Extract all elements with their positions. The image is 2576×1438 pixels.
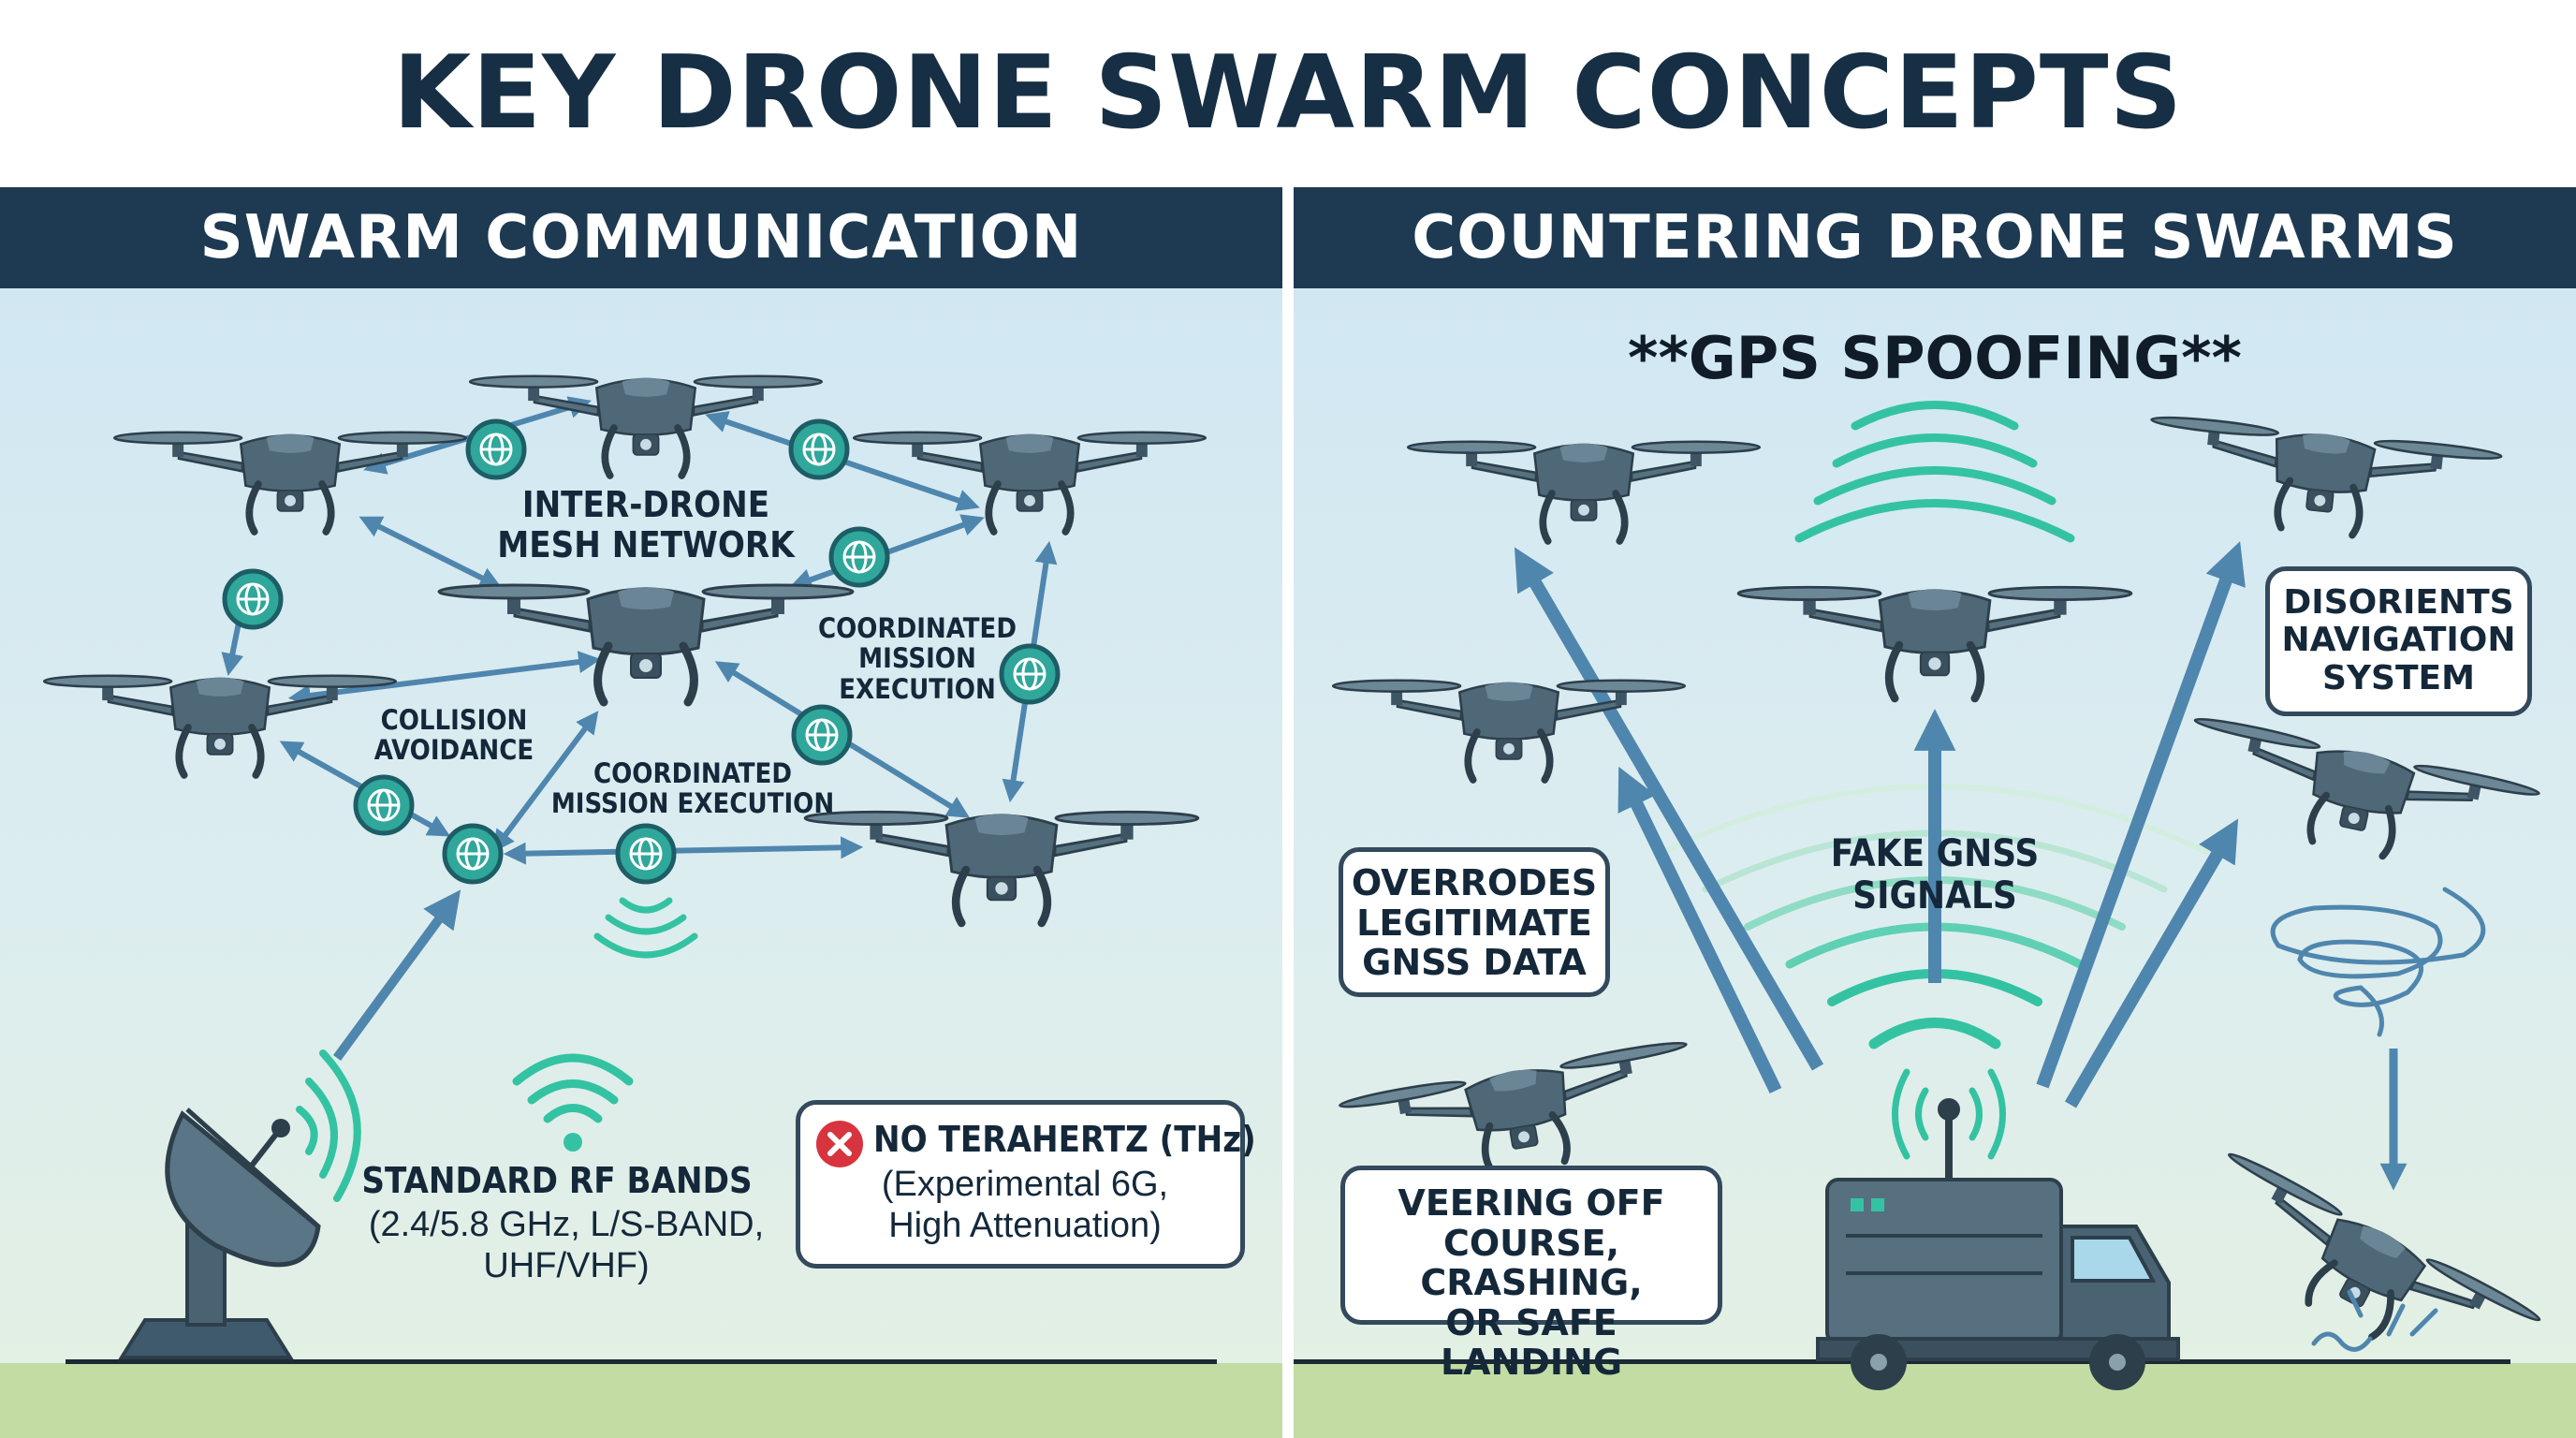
spoofing-diagram — [1331, 401, 2541, 1390]
no-terahertz-detail: (Experimental 6G, High Attenuation) — [838, 1165, 1212, 1246]
wifi-icon — [512, 1053, 634, 1152]
disorients-callout: DISORIENTS NAVIGATION SYSTEM — [2265, 566, 2532, 716]
wifi-icon — [593, 897, 698, 959]
no-terahertz-callout: NO TERAHERTZ (THz) (Experimental 6G, Hig… — [796, 1100, 1256, 1269]
globe-node-icon — [999, 643, 1061, 705]
panel-swarm-communication: SWARM COMMUNICATION — [0, 187, 1282, 1438]
globe-node-icon — [222, 568, 284, 630]
mesh-link — [503, 836, 864, 865]
coordinated-line: MISSION — [858, 642, 976, 675]
mesh-diagram — [42, 374, 1208, 1359]
rf-detail-line: UHF/VHF) — [483, 1245, 650, 1285]
panel-header-left: SWARM COMMUNICATION — [0, 187, 1282, 288]
overrodes-callout: OVERRODES LEGITIMATE GNSS DATA — [1339, 847, 1610, 997]
no-thz-line: (Experimental 6G, — [881, 1165, 1169, 1204]
spiral-icon — [2270, 887, 2486, 1037]
fake-gnss-line: SIGNALS — [1852, 873, 2017, 917]
fake-gnss-line: FAKE GNSS — [1830, 832, 2040, 875]
rf-detail-line: (2.4/5.8 GHz, L/S-BAND, — [368, 1205, 765, 1244]
uplink-arrow — [332, 889, 461, 1061]
drone-icon — [42, 674, 398, 779]
drone-icon — [1736, 585, 2133, 703]
spoof-arrow — [2036, 541, 2246, 1089]
ground-line — [66, 1359, 1217, 1364]
globe-node-icon — [353, 774, 415, 836]
mesh-label-line: INTER-DRONE — [521, 484, 770, 525]
drone-icon — [468, 374, 824, 479]
main-title: KEY DRONE SWARM CONCEPTS — [392, 35, 2184, 152]
veering-line: COURSE, CRASHING, — [1420, 1222, 1643, 1304]
globe-node-icon — [615, 823, 677, 885]
globe-node-icon — [791, 704, 853, 766]
satellite-dish-icon — [118, 1049, 361, 1359]
drone-icon — [2193, 717, 2540, 860]
jammer-truck-icon — [1816, 1068, 2180, 1390]
crash-impact-icon — [2311, 1289, 2438, 1352]
signal-waves-top — [1794, 401, 2075, 543]
disorients-line: SYSTEM — [2322, 658, 2475, 697]
overrodes-line: GNSS DATA — [1362, 942, 1587, 984]
mesh-link — [287, 651, 602, 707]
collision-avoidance-label: COLLISION AVOIDANCE — [356, 705, 552, 766]
coordinated-line: EXECUTION — [839, 672, 996, 705]
panel-header-right: COUNTERING DRONE SWARMS — [1294, 187, 2576, 288]
fake-gnss-label: FAKE GNSS SIGNALS — [1790, 833, 2080, 917]
disorients-line: NAVIGATION — [2281, 621, 2516, 660]
drone-icon — [2150, 416, 2503, 539]
veering-line: OR SAFE LANDING — [1440, 1301, 1623, 1384]
coordinated-line: MISSION EXECUTION — [550, 787, 835, 820]
rf-bands-detail: (2.4/5.8 GHz, L/S-BAND, UHF/VHF) — [360, 1205, 772, 1286]
ground — [0, 1363, 1282, 1438]
panel-countering-swarms: COUNTERING DRONE SWARMS — [1294, 187, 2576, 1438]
spoof-arrow — [2064, 818, 2239, 1108]
mesh-link — [359, 516, 503, 589]
globe-node-icon — [442, 823, 504, 885]
drone-icon — [1406, 440, 1762, 545]
mesh-link — [491, 711, 599, 853]
rf-bands-title: STANDARD RF BANDS — [361, 1160, 753, 1201]
coordinated-execution-label-right: COORDINATED MISSION EXECUTION — [805, 612, 1030, 705]
globe-node-icon — [828, 526, 890, 588]
x-circle-icon — [816, 1121, 863, 1167]
drone-icon — [112, 431, 468, 536]
overrodes-line: LEGITIMATE — [1356, 902, 1592, 944]
collision-line: AVOIDANCE — [373, 734, 534, 767]
no-terahertz-title: NO TERAHERTZ (THz) — [873, 1119, 1256, 1160]
gps-spoofing-title: **GPS SPOOFING** — [1628, 324, 2242, 392]
globe-node-icon — [465, 418, 527, 480]
mesh-network-label: INTER-DRONE MESH NETWORK — [487, 485, 805, 565]
no-thz-line: High Attenuation) — [888, 1205, 1162, 1245]
drone-icon — [2227, 1152, 2541, 1341]
drone-icon — [1331, 679, 1687, 784]
coordinated-line: COORDINATED — [817, 612, 1017, 644]
coordinated-execution-label-bottom: COORDINATED MISSION EXECUTION — [538, 758, 847, 819]
disorients-line: DISORIENTS — [2283, 583, 2514, 622]
veering-callout: VEERING OFF COURSE, CRASHING, OR SAFE LA… — [1340, 1166, 1722, 1382]
drone-icon — [852, 431, 1208, 536]
panel-divider — [1282, 187, 1294, 1438]
veering-line: VEERING OFF — [1398, 1182, 1665, 1224]
spoof-arrow — [1514, 547, 1824, 1071]
globe-node-icon — [788, 418, 850, 480]
drone-icon — [803, 810, 1200, 928]
mesh-label-line: MESH NETWORK — [497, 523, 795, 565]
collision-line: COLLISION — [380, 704, 528, 736]
drone-icon — [437, 583, 855, 707]
ground — [1294, 1363, 2576, 1438]
coordinated-line: COORDINATED — [593, 757, 793, 789]
spoof-arrow — [1617, 766, 1782, 1094]
overrodes-line: OVERRODES — [1351, 862, 1598, 903]
